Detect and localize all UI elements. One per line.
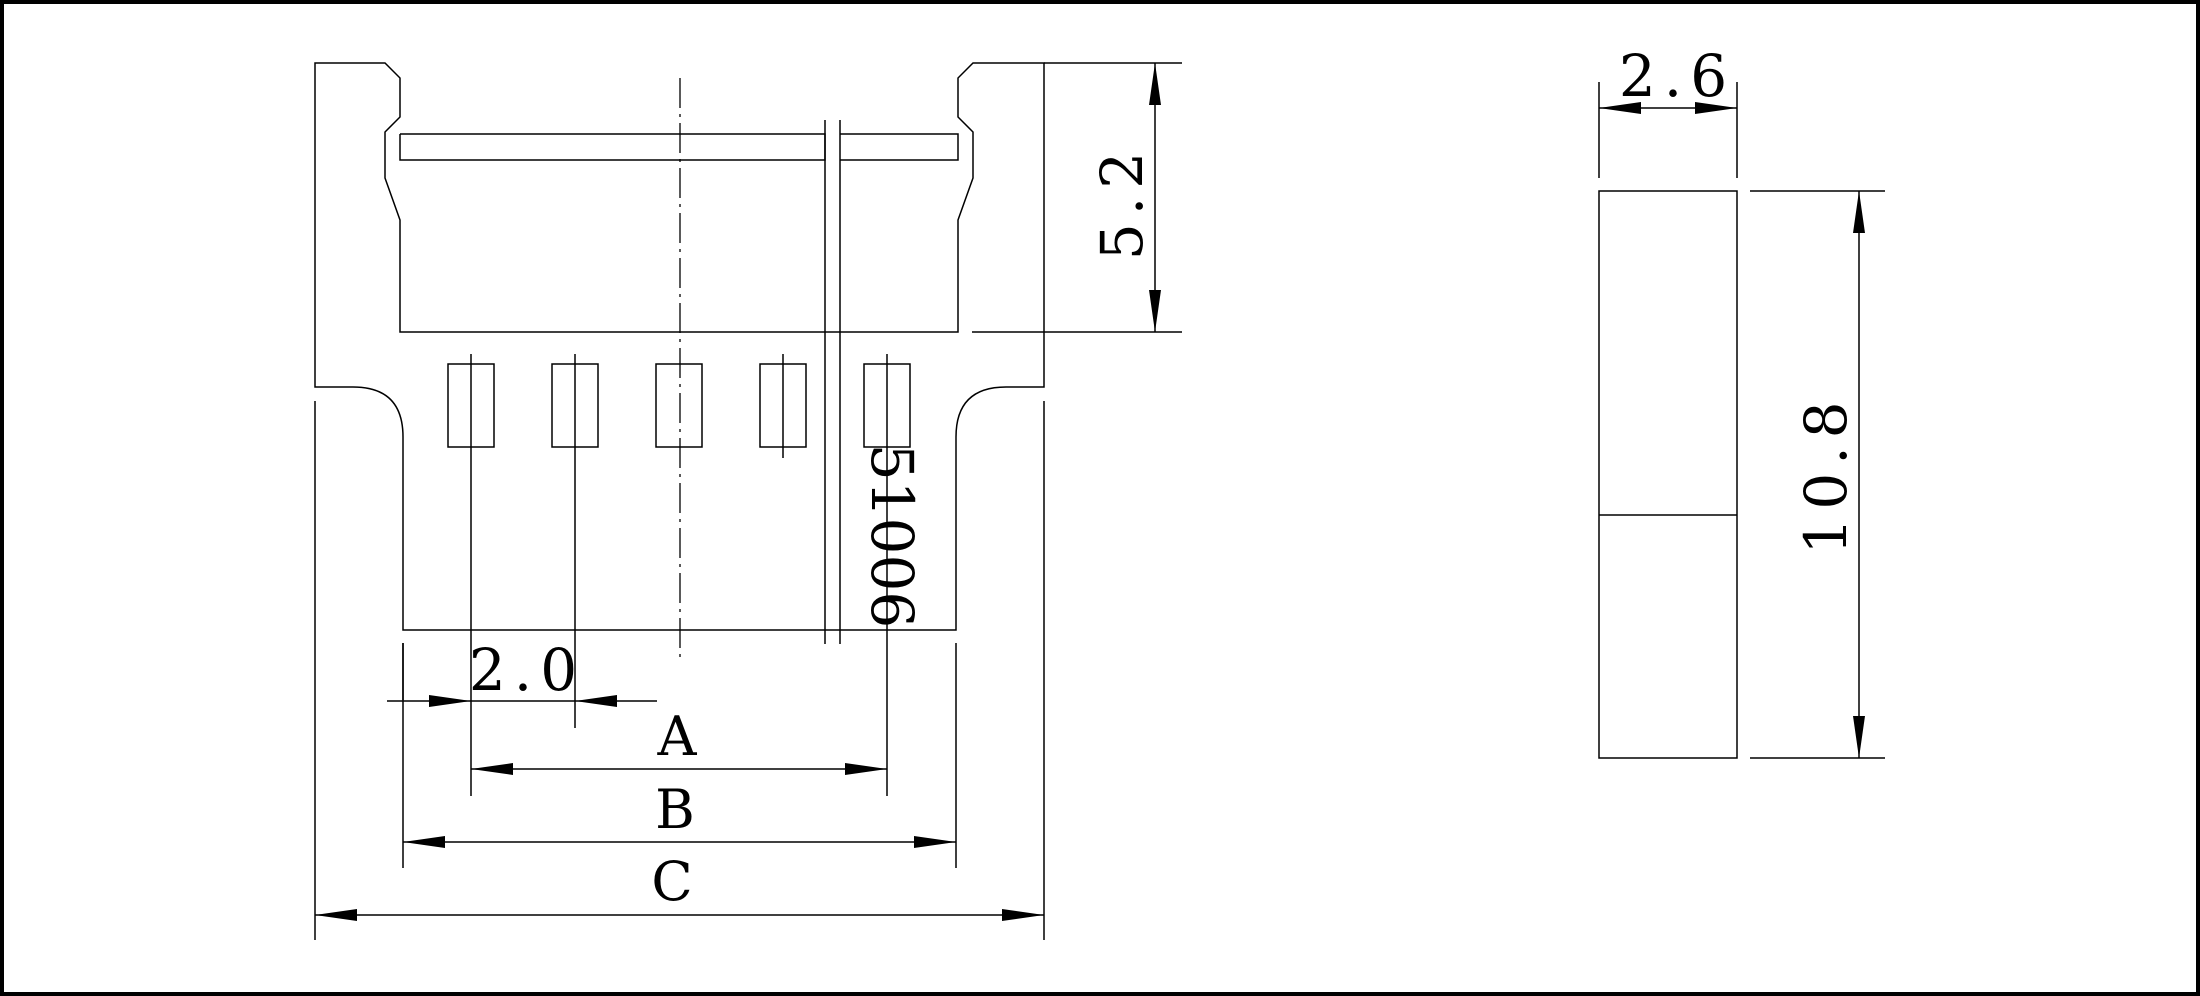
height-label: 5.2 — [1088, 144, 1156, 260]
width-label: 2.6 — [1619, 42, 1735, 110]
dim-c-arrow-left — [315, 909, 357, 921]
latch-window-left — [399, 133, 826, 161]
width-arrow-left — [1599, 102, 1641, 114]
dim-a-label: A — [657, 705, 698, 768]
dim-b-arrow-right — [914, 836, 956, 848]
side-height-arrow-bottom — [1853, 716, 1865, 758]
part-marking: 51006 — [858, 444, 926, 629]
width-arrow-right — [1695, 102, 1737, 114]
pitch-arrow-left — [429, 695, 471, 707]
dim-b-label: B — [655, 778, 695, 841]
side-body — [1598, 190, 1738, 759]
side-view: 2.6 10.8 — [1598, 42, 1885, 759]
dim-b-arrow-left — [403, 836, 445, 848]
height-arrow-bottom — [1149, 290, 1161, 332]
pitch-arrow-right — [575, 695, 617, 707]
dim-c-arrow-right — [1002, 909, 1044, 921]
pitch-label: 2.0 — [469, 636, 585, 704]
front-view: 51006 2.0 A B C 5.2 — [314, 62, 1182, 940]
dim-a-arrow-left — [471, 763, 513, 775]
dim-a-arrow-right — [845, 763, 887, 775]
latch-window-right — [840, 133, 959, 161]
dim-c-label: C — [651, 850, 692, 913]
contact-cavity-3 — [655, 363, 703, 448]
side-height-arrow-top — [1853, 191, 1865, 233]
housing-outline — [314, 62, 1045, 631]
side-height-label: 10.8 — [1792, 393, 1860, 554]
height-arrow-top — [1149, 63, 1161, 105]
